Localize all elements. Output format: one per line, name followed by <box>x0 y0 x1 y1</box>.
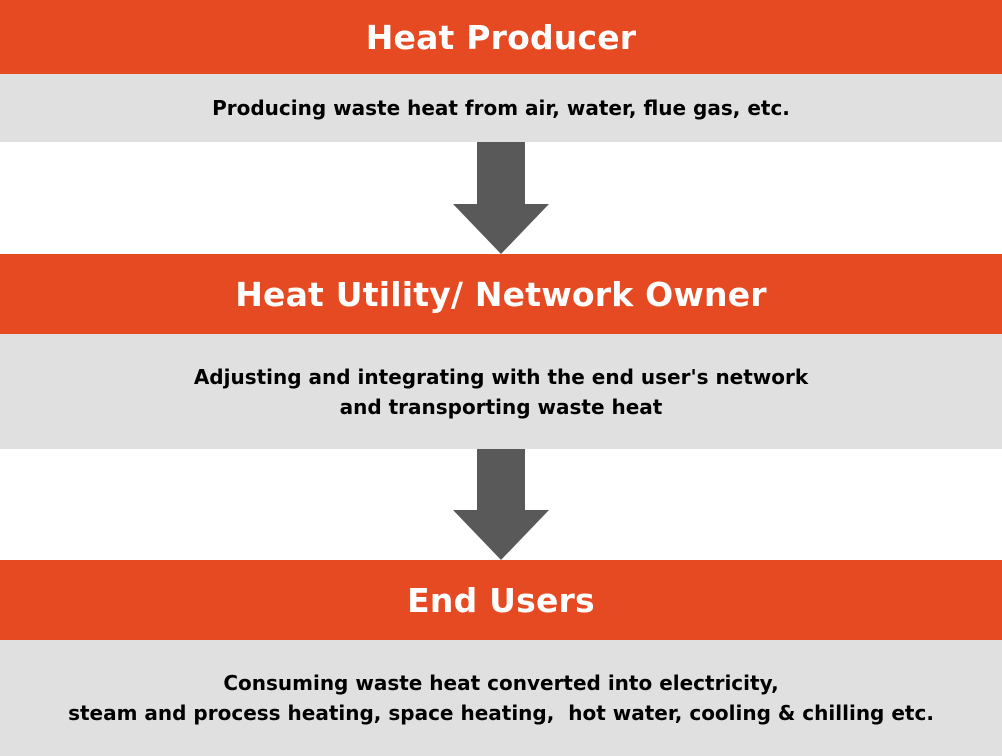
heat-utility-header: Heat Utility/ Network Owner <box>0 254 1002 334</box>
down-arrow-icon <box>453 142 549 254</box>
heat-utility-description-line-2: and transporting waste heat <box>339 394 663 419</box>
heat-producer-description-line: Producing waste heat from air, water, fl… <box>212 96 790 120</box>
heat-producer-description: Producing waste heat from air, water, fl… <box>0 74 1002 142</box>
heat-producer-title: Heat Producer <box>365 17 637 57</box>
heat-utility-description-line-1: Adjusting and integrating with the end u… <box>193 364 809 389</box>
end-users-description-line-2: steam and process heating, space heating… <box>68 701 934 725</box>
end-users-title: End Users <box>407 580 595 620</box>
end-users-description: Consuming waste heat converted into elec… <box>0 640 1002 756</box>
heat-utility-title: Heat Utility/ Network Owner <box>235 274 767 314</box>
heat-producer-header: Heat Producer <box>0 0 1002 74</box>
down-arrow-icon <box>453 449 549 560</box>
heat-utility-description: Adjusting and integrating with the end u… <box>0 334 1002 449</box>
end-users-header: End Users <box>0 560 1002 640</box>
end-users-description-line-1: Consuming waste heat converted into elec… <box>223 671 779 695</box>
